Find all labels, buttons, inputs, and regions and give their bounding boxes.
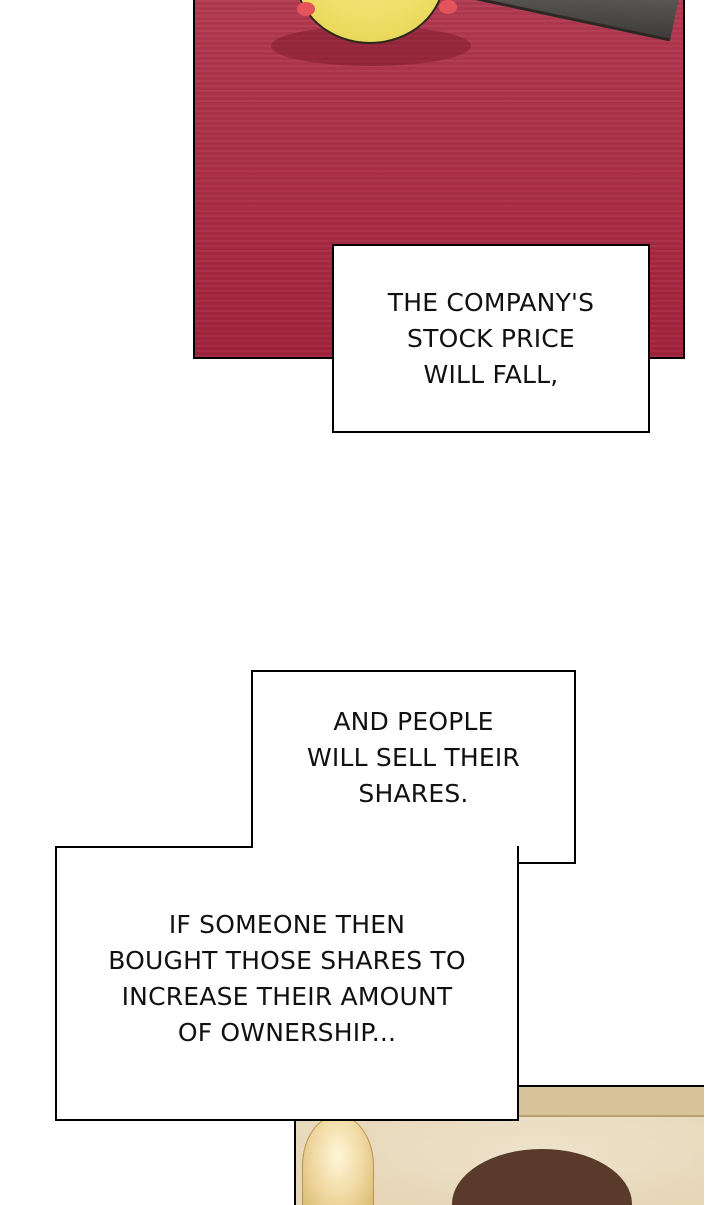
caption-line: AND PEOPLE (333, 707, 494, 736)
caption-box-ownership: IF SOMEONE THEN BOUGHT THOSE SHARES TO I… (55, 846, 519, 1121)
caption-line: STOCK PRICE (407, 323, 575, 353)
caption-line: INCREASE THEIR AMOUNT (121, 981, 453, 1011)
dark-object-corner (464, 0, 683, 42)
caption-box-stock-price: THE COMPANY'S STOCK PRICE WILL FALL, (332, 244, 650, 433)
caption-text: IF SOMEONE THEN BOUGHT THOSE SHARES TO I… (108, 907, 466, 1051)
caption-line: SHARES. (358, 779, 469, 808)
caption-text: THE COMPANY'S STOCK PRICE WILL FALL, (388, 285, 594, 393)
wall-molding (516, 1087, 704, 1117)
ball-cheek-left (297, 2, 315, 16)
caption-line: THE COMPANY'S (387, 287, 595, 317)
caption-line: WILL SELL THEIR (307, 743, 520, 772)
chandelier-lamp (302, 1115, 374, 1205)
caption-seam (253, 844, 517, 850)
caption-line: BOUGHT THOSE SHARES TO (108, 945, 466, 975)
caption-background (55, 846, 519, 1121)
caption-text: AND PEOPLE WILL SELL THEIR SHARES. (307, 704, 520, 812)
caption-line: OF OWNERSHIP... (177, 1017, 397, 1047)
caption-line: IF SOMEONE THEN (168, 909, 406, 939)
caption-line: WILL FALL, (423, 359, 559, 389)
caption-box-sell-shares: AND PEOPLE WILL SELL THEIR SHARES. (251, 670, 576, 864)
ball-cheek-right (439, 0, 457, 14)
character-head-hair (452, 1149, 632, 1205)
